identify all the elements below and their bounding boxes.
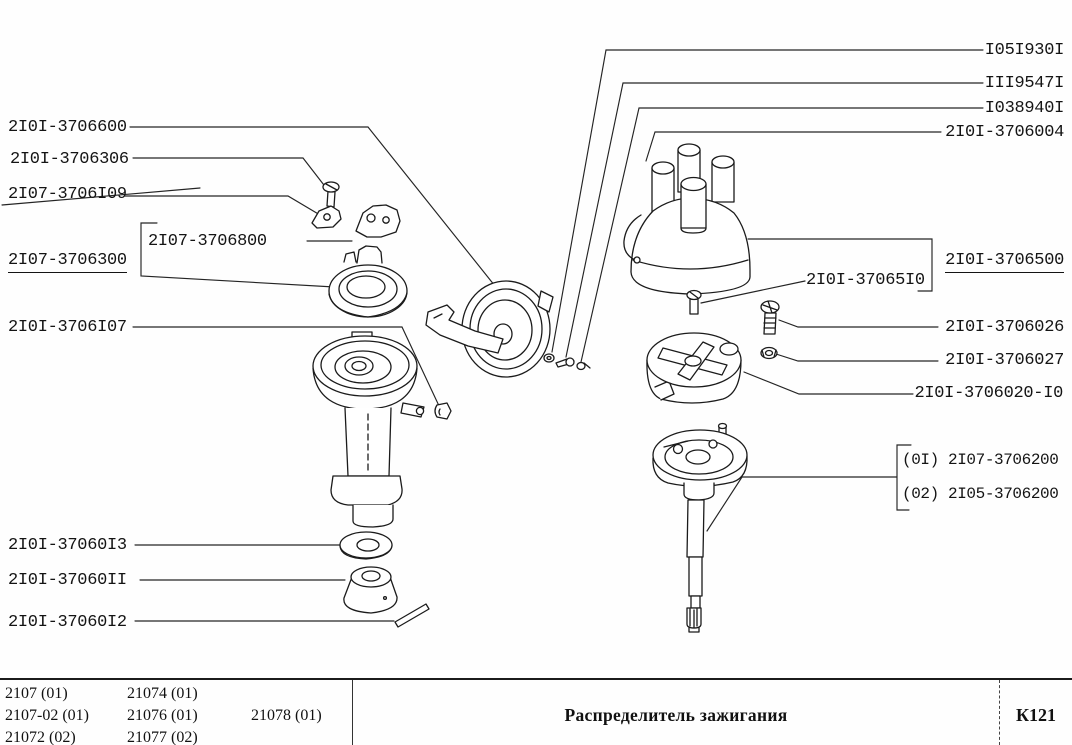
part-number-callout: 2I0I-37060I2 bbox=[8, 613, 127, 632]
model-code: 21072 (02) bbox=[5, 729, 76, 745]
bracket-drawing bbox=[355, 204, 401, 238]
part-number-callout: 2I0I-3706004 bbox=[945, 123, 1064, 142]
model-code: 21076 (01) bbox=[127, 707, 198, 724]
part-number-callout: I038940I bbox=[984, 99, 1065, 118]
leader-lines bbox=[1, 49, 984, 622]
rotor-drawing bbox=[646, 332, 742, 404]
pin-drawing bbox=[394, 603, 430, 628]
variant-part-number-callout: (0I) 2I07-3706200 bbox=[902, 451, 1059, 469]
drive-shaft-assembly-drawing bbox=[652, 422, 748, 633]
variant-part-number-callout: (02) 2I05-3706200 bbox=[902, 485, 1059, 503]
sheet-code: К121 bbox=[1015, 705, 1057, 725]
distributor-body-drawing bbox=[312, 331, 452, 528]
part-number-callout-underlined: 2I0I-3706500 bbox=[945, 252, 1064, 273]
part-number-callout: 2I0I-3706600 bbox=[8, 118, 127, 137]
nut-drawing bbox=[760, 346, 778, 360]
cap-screw-drawing bbox=[686, 289, 702, 315]
part-number-callout-crossed-out: 2I07-3706I09 bbox=[8, 185, 127, 204]
part-number-callout: 2I0I-3706027 bbox=[945, 351, 1064, 370]
model-code: 21078 (01) bbox=[251, 707, 322, 724]
footer-table: 2107 (01) 2107-02 (01) 21072 (02) 21074 … bbox=[0, 678, 1072, 745]
part-number-callout: 2I0I-3706306 bbox=[10, 150, 129, 169]
model-list-column: 21078 (01) bbox=[251, 683, 322, 727]
part-number-callout: 2I07-3706800 bbox=[148, 232, 267, 251]
part-number-callout: III9547I bbox=[984, 74, 1065, 93]
model-list-column: 2107 (01) 2107-02 (01) 21072 (02) bbox=[5, 683, 89, 745]
bushing-drawing bbox=[343, 566, 398, 614]
cap-clip-spring bbox=[623, 214, 642, 261]
strikethrough-line bbox=[1, 187, 201, 206]
part-number-callout: 2I0I-3706026 bbox=[945, 318, 1064, 337]
part-number-callout: 2I0I-37060II bbox=[8, 571, 127, 590]
sheet-title: Распределитель зажигания bbox=[564, 705, 788, 725]
part-number-callout: 2I0I-3706020-I0 bbox=[914, 384, 1063, 403]
part-number-callout: 2I0I-37060I3 bbox=[8, 536, 127, 555]
part-number-callout: I05I930I bbox=[984, 41, 1065, 60]
part-number-callout: 2I0I-37065I0 bbox=[806, 271, 925, 290]
sheet-title-cell: Распределитель зажигания bbox=[353, 680, 999, 745]
model-applicability-cell: 2107 (01) 2107-02 (01) 21072 (02) 21074 … bbox=[0, 680, 353, 745]
bolt-drawing bbox=[760, 300, 780, 335]
washer-drawing bbox=[339, 531, 393, 560]
part-number-callout-underlined: 2I07-3706300 bbox=[8, 252, 127, 273]
small-fasteners-drawing bbox=[543, 353, 591, 371]
model-code: 21077 (02) bbox=[127, 729, 198, 745]
screw-drawing bbox=[322, 181, 340, 208]
vacuum-advance-drawing bbox=[425, 280, 554, 378]
model-code: 2107-02 (01) bbox=[5, 707, 89, 724]
breaker-plate-drawing bbox=[328, 245, 408, 318]
part-number-callout: 2I0I-3706I07 bbox=[8, 318, 127, 337]
model-code: 2107 (01) bbox=[5, 685, 68, 702]
distributor-cap-drawing bbox=[623, 143, 751, 295]
model-code: 21074 (01) bbox=[127, 685, 198, 702]
model-list-column: 21074 (01) 21076 (01) 21077 (02) bbox=[127, 683, 198, 745]
clamp-drawing bbox=[311, 205, 342, 229]
sheet-code-cell: К121 bbox=[999, 680, 1072, 745]
